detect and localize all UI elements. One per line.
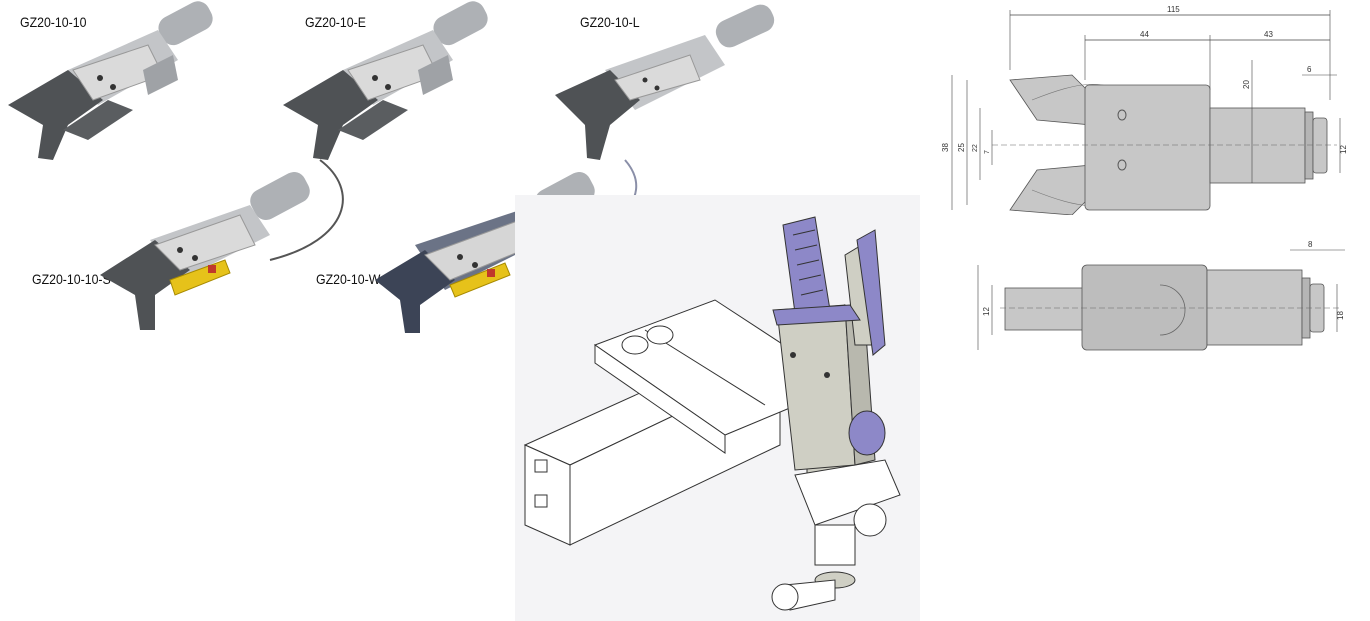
dim-jaw-opening: 25 (957, 143, 966, 152)
dim-inner-gap: 22 (972, 144, 979, 152)
gripper-photo-gz20-10-l (555, 4, 775, 160)
dim-tip-gap: 7 (984, 150, 991, 154)
technical-drawing-side-view: 8 12 18 (977, 240, 1345, 351)
dim-end-length: 6 (1307, 65, 1312, 74)
dim-shaft-length: 43 (1264, 30, 1273, 39)
dim-end-diameter: 12 (1339, 145, 1348, 154)
gripper-photo-gz20-10-10 (8, 1, 213, 160)
model-label-gz20-10-10: GZ20-10-10 (20, 14, 87, 30)
model-label-gz20-10-10-s: GZ20-10-10-S (32, 271, 111, 287)
dim-side-end-diameter: 18 (1336, 311, 1345, 320)
model-label-gz20-10-e: GZ20-10-E (305, 14, 366, 30)
model-label-gz20-10-w-s: GZ20-10-W-S (316, 271, 393, 287)
dim-shaft-diameter: 20 (1242, 80, 1251, 89)
dim-overall-length: 115 (1167, 5, 1180, 14)
dim-body-length: 44 (1140, 30, 1149, 39)
dim-total-height: 38 (942, 143, 950, 152)
dim-side-end-length: 8 (1308, 240, 1313, 249)
dim-side-width: 12 (982, 307, 991, 316)
mounting-assembly-illustration (515, 195, 920, 621)
gripper-photo-gz20-10-e (283, 1, 488, 160)
technical-drawing-top-view: 115 44 43 6 38 25 22 7 20 12 (942, 5, 1348, 215)
model-label-gz20-10-l: GZ20-10-L (580, 14, 640, 30)
gripper-photo-gz20-10-10-s (100, 172, 310, 330)
